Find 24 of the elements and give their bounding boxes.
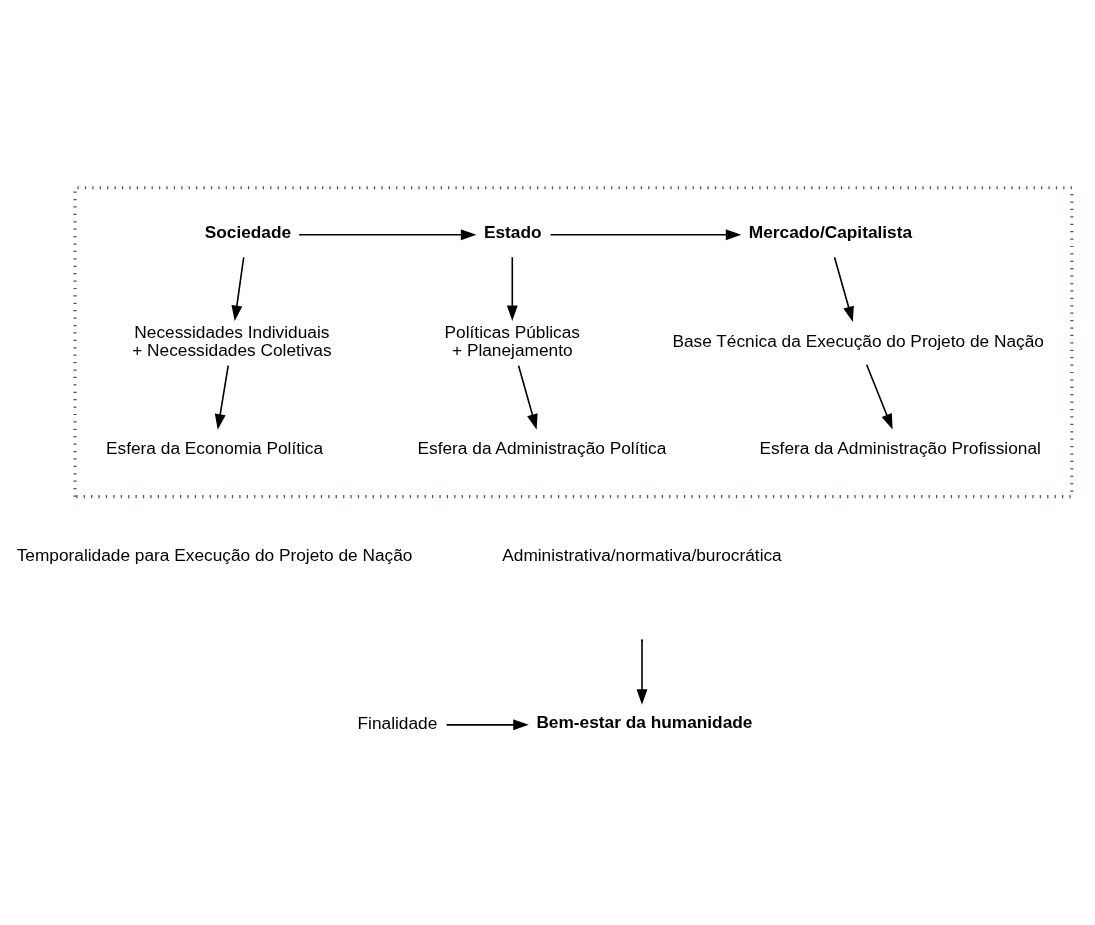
node-text: Base Técnica da Execução do Projeto de Nação (672, 330, 1044, 351)
arrow (214, 364, 230, 430)
node-text: Sociedade (204, 222, 292, 243)
label: Administrativa/normativa/burocrática (502, 544, 782, 565)
node-text: Estado (483, 222, 542, 243)
arrow (445, 719, 529, 731)
arrow (298, 229, 477, 241)
node-text: Mercado/Capitalista (748, 222, 913, 243)
node-text: Esfera da Administração Profissional (759, 438, 1041, 459)
arrow (231, 256, 245, 322)
arrow (865, 363, 893, 430)
node-text: Esfera da Administração Política (417, 438, 667, 459)
cluster (73, 186, 1074, 499)
node-text: Bem-estar da humanidade (536, 712, 753, 733)
arrow (549, 229, 742, 241)
node-text: Necessidades Individuais + Necessidades Coletivas (132, 321, 332, 361)
arrow (517, 364, 538, 430)
node-text: Finalidade (357, 713, 438, 734)
node-text: Esfera da Economia Política (106, 438, 324, 459)
arrow (833, 256, 854, 323)
arrow (506, 256, 518, 322)
arrow (636, 640, 648, 705)
label: Temporalidade para Execução do Projeto de Nação (16, 544, 413, 565)
node-text: Políticas Públicas + Planejamento (444, 321, 581, 361)
